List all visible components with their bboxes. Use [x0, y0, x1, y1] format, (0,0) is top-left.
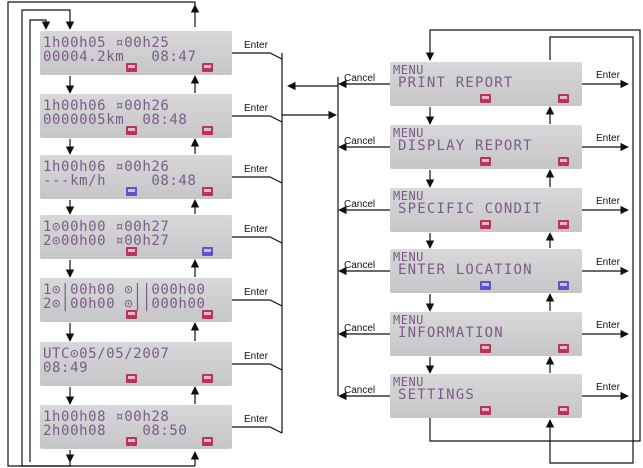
enter-connector	[256, 299, 283, 307]
cancel-label: Cancel	[344, 136, 376, 147]
lock-icon	[202, 310, 213, 319]
enter-connector	[256, 426, 283, 434]
screen-bottom-line: 2⊙|00h00 ⊙||000h00	[43, 296, 206, 312]
lock-icon	[126, 310, 137, 319]
screen-top-line: 1⊙|00h00 ⊙||000h00	[43, 282, 206, 298]
enter-label: Enter	[596, 196, 620, 207]
screen-top-line: 1h00h05 ¤00h25	[43, 35, 170, 51]
lock-icon	[558, 157, 569, 166]
cancel-label: Cancel	[344, 199, 376, 210]
menu-item-label: SETTINGS	[398, 387, 476, 403]
menu-item-label: ENTER LOCATION	[398, 262, 533, 278]
screen-top-line: 1h00h06 ¤00h26	[43, 159, 170, 175]
lock-icon	[126, 126, 137, 135]
loop-arrow	[425, 29, 641, 442]
lock-icon	[202, 187, 213, 196]
lock-icon	[480, 220, 491, 229]
lock-icon	[202, 247, 213, 256]
enter-label: Enter	[244, 164, 268, 175]
lock-icon	[558, 344, 569, 353]
lock-icon	[480, 94, 491, 103]
screen-bottom-line: 2h00h08 08:50	[43, 423, 188, 439]
enter-label: Enter	[596, 382, 620, 393]
cancel-label: Cancel	[344, 260, 376, 271]
screen-bottom-line: 0000005km 08:48	[43, 112, 188, 128]
enter-label: Enter	[596, 257, 620, 268]
enter-connector	[256, 115, 283, 123]
menu-title: MENU	[393, 126, 424, 140]
enter-label: Enter	[244, 287, 268, 298]
enter-label: Enter	[244, 224, 268, 235]
lock-icon	[558, 281, 569, 290]
lock-icon	[480, 157, 491, 166]
enter-label: Enter	[596, 70, 620, 81]
lock-icon	[202, 63, 213, 72]
menu-item-label: DISPLAY REPORT	[398, 138, 533, 154]
lock-icon	[126, 247, 137, 256]
loop-arrow	[29, 19, 51, 462]
menu-item-label: PRINT REPORT	[398, 75, 514, 91]
cancel-label: Cancel	[344, 73, 376, 84]
lock-icon	[480, 281, 491, 290]
lock-icon	[558, 220, 569, 229]
loop-arrow	[7, 1, 196, 467]
menu-title: MENU	[393, 250, 424, 264]
loop-arrow	[21, 9, 75, 467]
cancel-label: Cancel	[344, 385, 376, 396]
menu-item-label: INFORMATION	[398, 325, 504, 341]
screen-top-line: 1h00h08 ¤00h28	[43, 409, 170, 425]
menu-title: MENU	[393, 313, 424, 327]
menu-title: MENU	[393, 375, 424, 389]
lock-icon	[480, 344, 491, 353]
screen-bottom-line: 2⊙00h00 ¤00h27	[43, 233, 170, 249]
enter-connector	[256, 236, 283, 244]
enter-label: Enter	[244, 351, 268, 362]
display-screen-3: 1h00h06 ¤00h26---km/h 08:48	[40, 155, 232, 199]
enter-label: Enter	[596, 320, 620, 331]
screen-top-line: 1⊙00h00 ¤00h27	[43, 219, 170, 235]
lock-icon	[202, 374, 213, 383]
lock-icon	[558, 406, 569, 415]
menu-title: MENU	[393, 63, 424, 77]
lock-icon	[480, 406, 491, 415]
menu-title: MENU	[393, 189, 424, 203]
lock-icon	[126, 187, 137, 196]
screen-bottom-line: 08:49	[43, 360, 89, 376]
screen-bottom-line: ---km/h 08:48	[43, 173, 197, 189]
lock-icon	[126, 437, 137, 446]
lock-icon	[202, 437, 213, 446]
lock-icon	[126, 374, 137, 383]
screen-top-line: 1h00h06 ¤00h26	[43, 98, 170, 114]
enter-label: Enter	[244, 40, 268, 51]
lock-icon	[126, 63, 137, 72]
enter-label: Enter	[244, 414, 268, 425]
enter-connector	[256, 363, 283, 371]
lock-icon	[558, 94, 569, 103]
enter-connector	[256, 52, 283, 60]
enter-label: Enter	[596, 133, 620, 144]
loop-arrow	[545, 36, 634, 464]
enter-label: Enter	[244, 103, 268, 114]
connector-arrows	[7, 1, 641, 467]
lock-icon	[202, 126, 213, 135]
cancel-label: Cancel	[344, 323, 376, 334]
screen-bottom-line: 00004.2km 08:47	[43, 49, 197, 65]
screen-top-line: UTC⊙05/05/2007	[43, 346, 170, 362]
enter-connector	[256, 176, 283, 184]
menu-item-label: SPECIFIC CONDIT	[398, 201, 543, 217]
